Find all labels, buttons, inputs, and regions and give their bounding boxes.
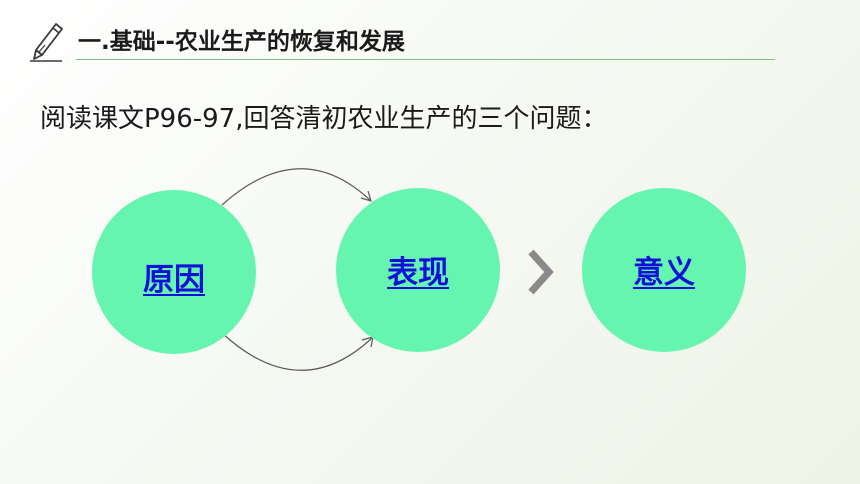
pencil-icon — [30, 23, 63, 62]
instruction-text: 阅读课文P96-97,回答清初农业生产的三个问题： — [40, 104, 608, 134]
page-title: 一.基础--农业生产的恢复和发展 — [78, 29, 405, 55]
node-manifestation: 表现 — [336, 188, 500, 352]
top-arc-arrowhead — [360, 190, 372, 202]
bottom-arc-arrow — [221, 332, 373, 371]
significance-link[interactable]: 意义 — [633, 255, 695, 291]
node-significance: 意义 — [582, 188, 746, 352]
manifestation-link[interactable]: 表现 — [387, 255, 449, 291]
title-divider — [76, 59, 775, 60]
node-cause: 原因 — [92, 190, 256, 354]
logo-watermark: LOGO — [786, 14, 819, 24]
cause-link[interactable]: 原因 — [143, 262, 205, 298]
top-arc-arrow — [221, 168, 371, 206]
chevron-right-icon — [528, 249, 554, 295]
